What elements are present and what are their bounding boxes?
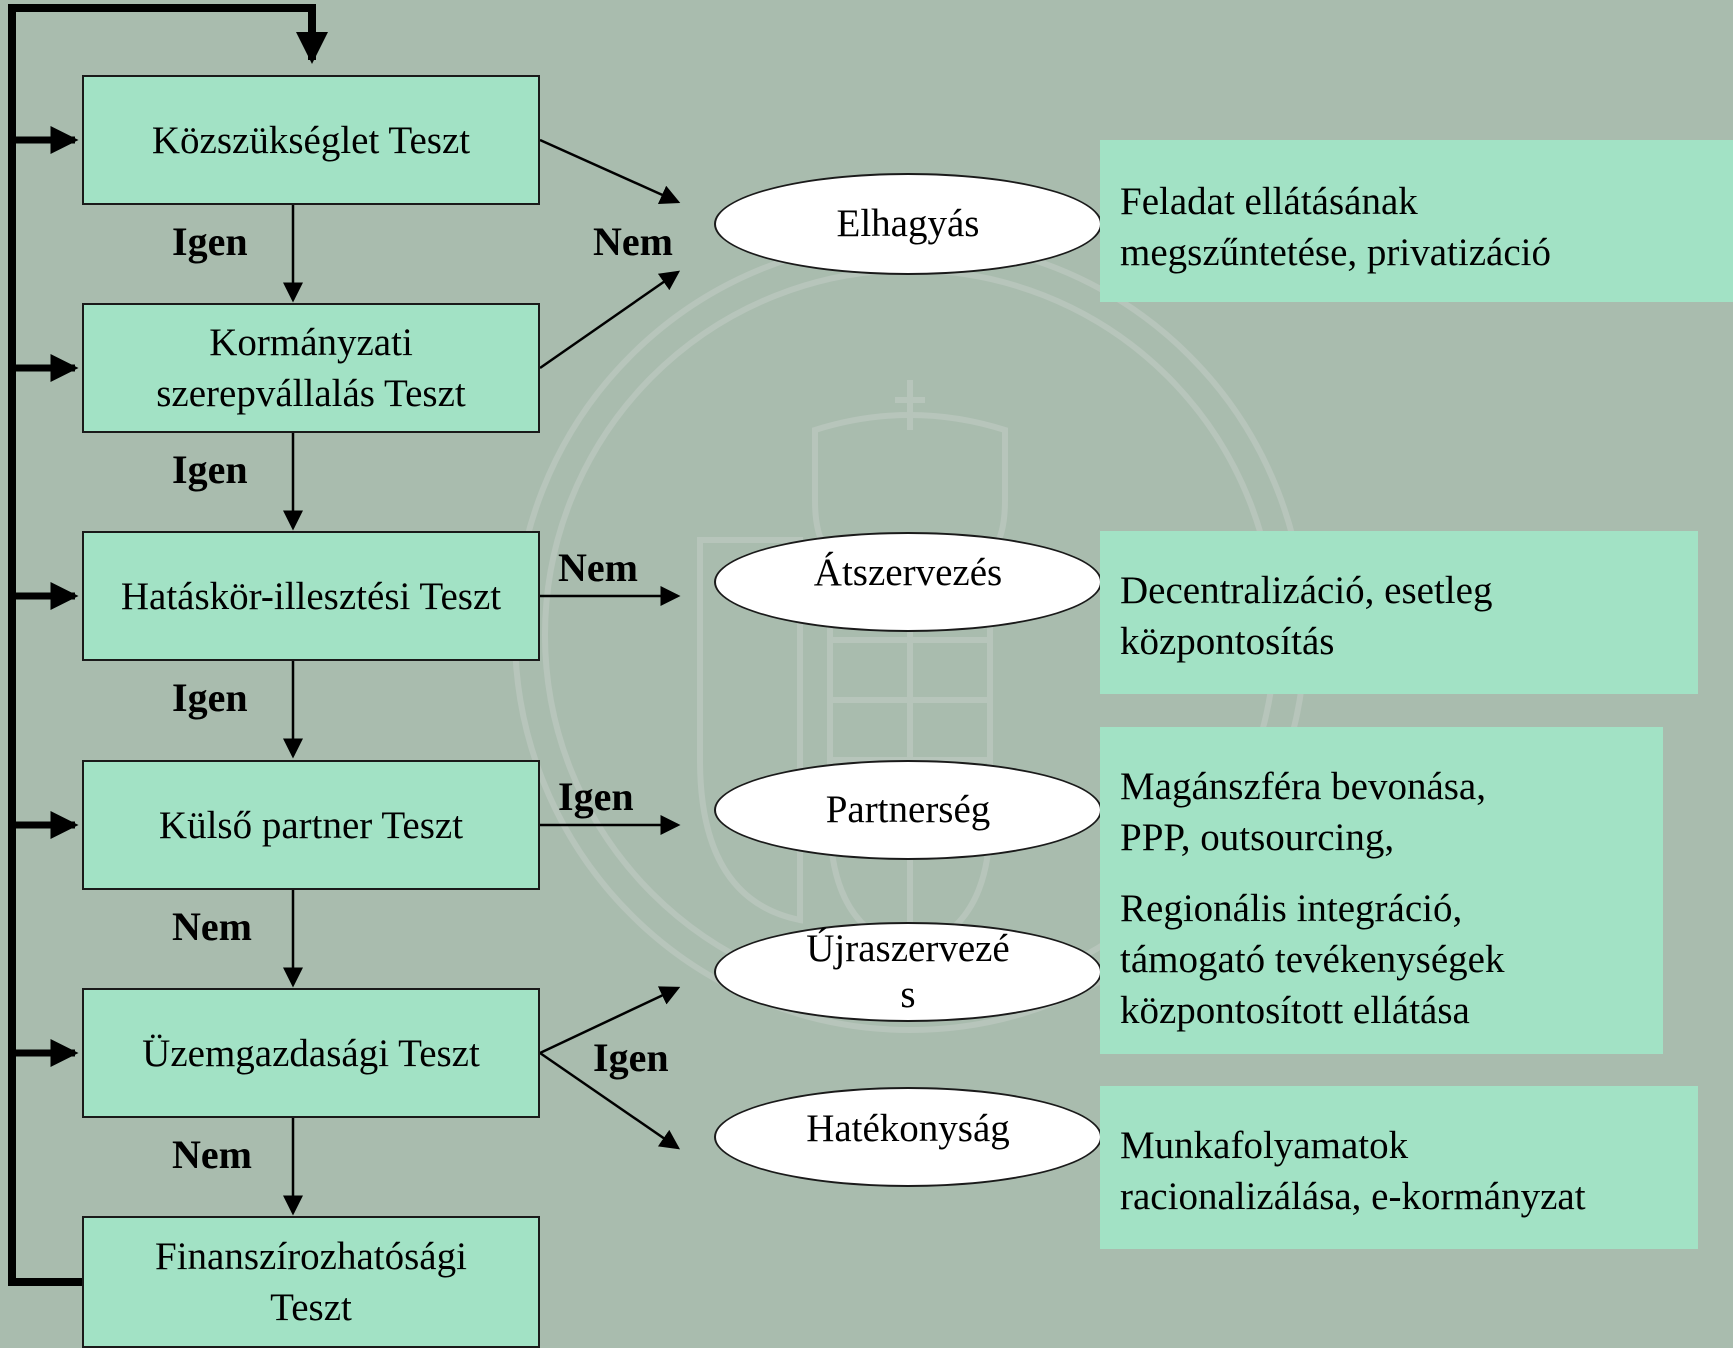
outcome-label-ujraszervezes-2: s	[900, 973, 916, 1016]
description-partnerseg-ujraszervezes: Magánszféra bevonása, PPP, outsourcing, …	[1100, 727, 1663, 1054]
test-box-uzemgazdasagi: Üzemgazdasági Teszt	[82, 988, 540, 1118]
outcome-atszervezes: Átszervezés	[714, 532, 1102, 632]
outcome-label-elhagyas: Elhagyás	[836, 202, 980, 245]
test-box-hataskor: Hatáskör-illesztési Teszt	[82, 531, 540, 661]
description-elhagyas-line-2: megszűntetése, privatizáció	[1120, 231, 1551, 274]
outcome-label-partnerseg: Partnerség	[825, 788, 991, 831]
test-label-kulso-partner: Külső partner Teszt	[158, 803, 464, 847]
outcome-label-atszervezes: Átszervezés	[813, 551, 1003, 594]
down-label-3: Igen	[172, 675, 248, 720]
down-label-1: Igen	[172, 219, 248, 264]
down-label-5: Nem	[172, 1132, 252, 1177]
outcome-label-ujraszervezes-1: Újraszervezé	[806, 927, 1010, 970]
arrow-uzem-hatekonysag	[539, 1051, 681, 1150]
description-gap	[1120, 863, 1663, 883]
side-label-uzem: Igen	[593, 1035, 669, 1080]
description-partnerseg-line-2: PPP, outsourcing,	[1120, 816, 1395, 859]
description-elhagyas: Feladat ellátásának megszűntetése, priva…	[1100, 140, 1733, 302]
test-label-kozszukseglet: Közszükséglet Teszt	[151, 118, 471, 162]
test-box-kormanyzati: Kormányzati szerepvállalás Teszt	[82, 303, 540, 433]
side-label-atszervezes: Nem	[558, 545, 638, 590]
description-atszervezes: Decentralizáció, esetleg központosítás	[1100, 531, 1698, 694]
description-ujraszervezes-line-2: támogató tevékenységek	[1120, 938, 1505, 981]
description-atszervezes-line-1: Decentralizáció, esetleg	[1120, 569, 1493, 612]
feedback-loop-line	[8, 4, 328, 1286]
outcome-hatekonysag: Hatékonyság	[714, 1087, 1102, 1187]
description-hatekonysag: Munkafolyamatok racionalizálása, e-kormá…	[1100, 1086, 1698, 1249]
down-label-4: Nem	[172, 904, 252, 949]
side-label-elhagyas: Nem	[593, 219, 673, 264]
description-atszervezes-line-2: központosítás	[1120, 620, 1335, 663]
description-hatekonysag-line-1: Munkafolyamatok	[1120, 1124, 1409, 1167]
outcome-partnerseg: Partnerség	[714, 760, 1102, 860]
test-label-uzemgazdasagi: Üzemgazdasági Teszt	[142, 1031, 480, 1075]
arrow-kormanyzati-elhagyas	[539, 270, 681, 370]
arrow-kozszukseglet-elhagyas	[539, 138, 681, 204]
test-box-finanszirozhatosagi: Finanszírozhatósági Teszt	[82, 1216, 540, 1348]
test-label-hataskor: Hatáskör-illesztési Teszt	[120, 574, 502, 618]
description-partnerseg-line-1: Magánszféra bevonása,	[1120, 765, 1486, 808]
test-label-kormanyzati: Kormányzati szerepvállalás Teszt	[156, 321, 466, 415]
test-box-kozszukseglet: Közszükséglet Teszt	[82, 75, 540, 205]
arrow-uzem-ujraszervezes	[539, 986, 681, 1055]
description-hatekonysag-line-2: racionalizálása, e-kormányzat	[1120, 1175, 1586, 1218]
description-ujraszervezes-line-3: központosított ellátása	[1120, 989, 1470, 1032]
side-label-partnerseg: Igen	[558, 774, 634, 819]
outcome-ujraszervezes: Újraszervezé s	[714, 922, 1102, 1022]
description-elhagyas-line-1: Feladat ellátásának	[1120, 180, 1418, 223]
description-ujraszervezes-line-1: Regionális integráció,	[1120, 887, 1463, 930]
outcome-label-hatekonysag: Hatékonyság	[806, 1107, 1010, 1150]
test-box-kulso-partner: Külső partner Teszt	[82, 760, 540, 890]
down-label-2: Igen	[172, 447, 248, 492]
outcome-elhagyas: Elhagyás	[714, 173, 1102, 275]
test-label-finanszirozhatosagi: Finanszírozhatósági Teszt	[155, 1235, 467, 1329]
